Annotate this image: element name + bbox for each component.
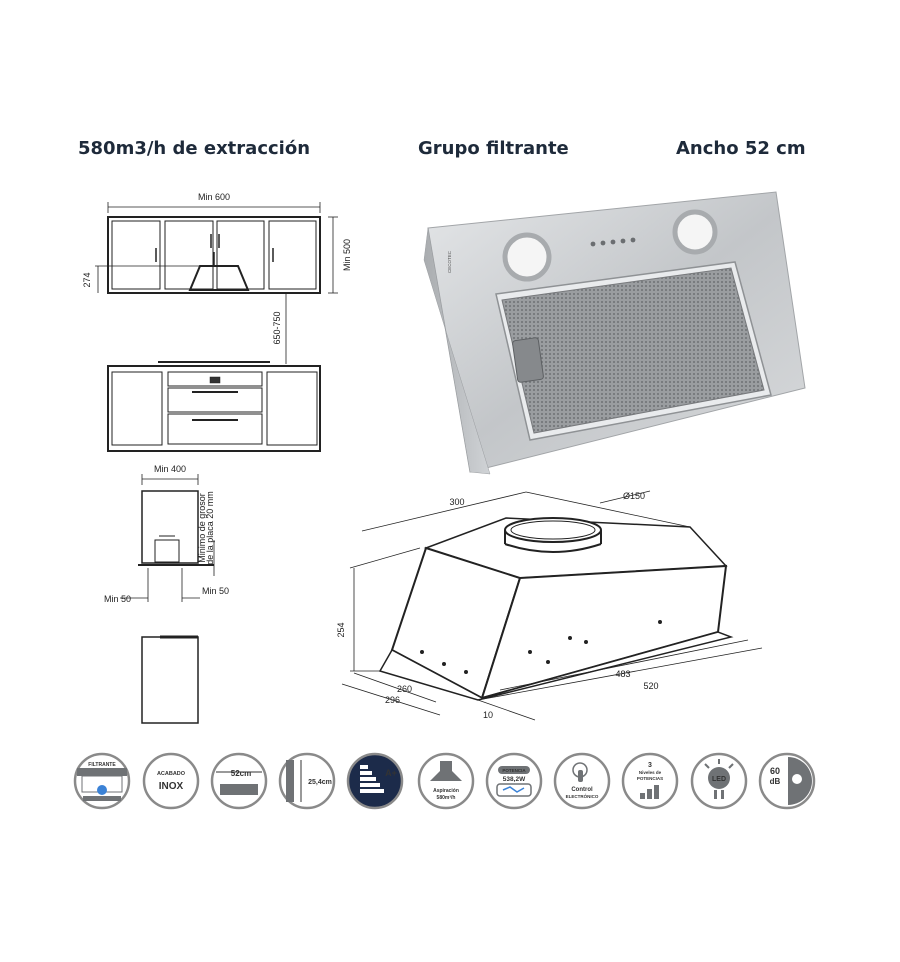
filter-icon [73, 752, 131, 810]
dim-650-750: 650-750 [272, 311, 282, 344]
dim-10: 10 [483, 710, 493, 720]
note-thickness-2: de la placa 20 mm [205, 491, 215, 565]
touch-label-2: ELECTRÓNICO [566, 792, 599, 799]
power-label-1: POTENCIA [502, 768, 526, 773]
heading-width: Ancho 52 cm [676, 138, 806, 159]
dim-274: 274 [82, 272, 92, 287]
dim-diameter-150: Ø150 [623, 491, 645, 501]
dim-min-400: Min 400 [154, 464, 186, 474]
levels-label-2: Niveles de [639, 770, 662, 775]
touch-control-icon [553, 752, 611, 810]
noise-icon [758, 752, 816, 810]
side-section-drawing [120, 474, 215, 724]
note-thickness-1: Minimo de grosor [197, 493, 207, 563]
suction-label-1: Aspiración [433, 788, 459, 794]
dim-min-600: Min 600 [198, 192, 230, 202]
finish-icon [142, 752, 200, 810]
power-icon [485, 752, 543, 810]
touch-label-1: Control [571, 787, 593, 793]
power-label-2: 538,2W [503, 776, 526, 783]
cabinet-front-drawing [95, 202, 338, 452]
dim-min-500: Min 500 [342, 239, 352, 271]
suction-icon [417, 752, 475, 810]
heading-filter: Grupo filtrante [418, 138, 569, 159]
finish-label-1: ACABADO [157, 771, 186, 777]
dim-300: 300 [449, 497, 464, 507]
product-photo [423, 191, 806, 475]
noise-label-2: dB [770, 777, 781, 786]
height-label: 25,4cm [308, 779, 332, 786]
suction-label-2: 580m³/h [437, 795, 456, 801]
width-icon [210, 752, 268, 810]
brand-label: CECOTEC [447, 250, 452, 273]
heading-extraction: 580m3/h de extracción [78, 138, 311, 159]
led-icon [690, 752, 748, 810]
dim-483: 483 [615, 669, 630, 679]
power-levels-icon [621, 752, 679, 810]
width-label: 52cm [231, 769, 251, 778]
feature-icons: FILTRANTE ACABADO INOX 52cm 25,4cm [73, 752, 816, 810]
noise-label-1: 60 [770, 766, 780, 776]
dim-260: 260 [397, 684, 412, 694]
finish-label-2: INOX [159, 781, 184, 792]
dim-296: 296 [385, 695, 400, 705]
energy-label: A+ [385, 768, 397, 778]
dim-520: 520 [643, 681, 658, 691]
height-icon [278, 752, 336, 810]
dim-left-min-50: Min 50 [104, 594, 131, 604]
hood-iso-drawing [341, 490, 763, 721]
levels-label-1: 3 [648, 762, 652, 769]
led-label: LED [712, 776, 726, 783]
energy-class-icon [346, 752, 404, 810]
levels-label-3: POTENCIAS [637, 776, 663, 781]
dim-254: 254 [336, 622, 346, 637]
dim-right-min-50: Min 50 [202, 586, 229, 596]
filter-label: FILTRANTE [88, 762, 116, 768]
